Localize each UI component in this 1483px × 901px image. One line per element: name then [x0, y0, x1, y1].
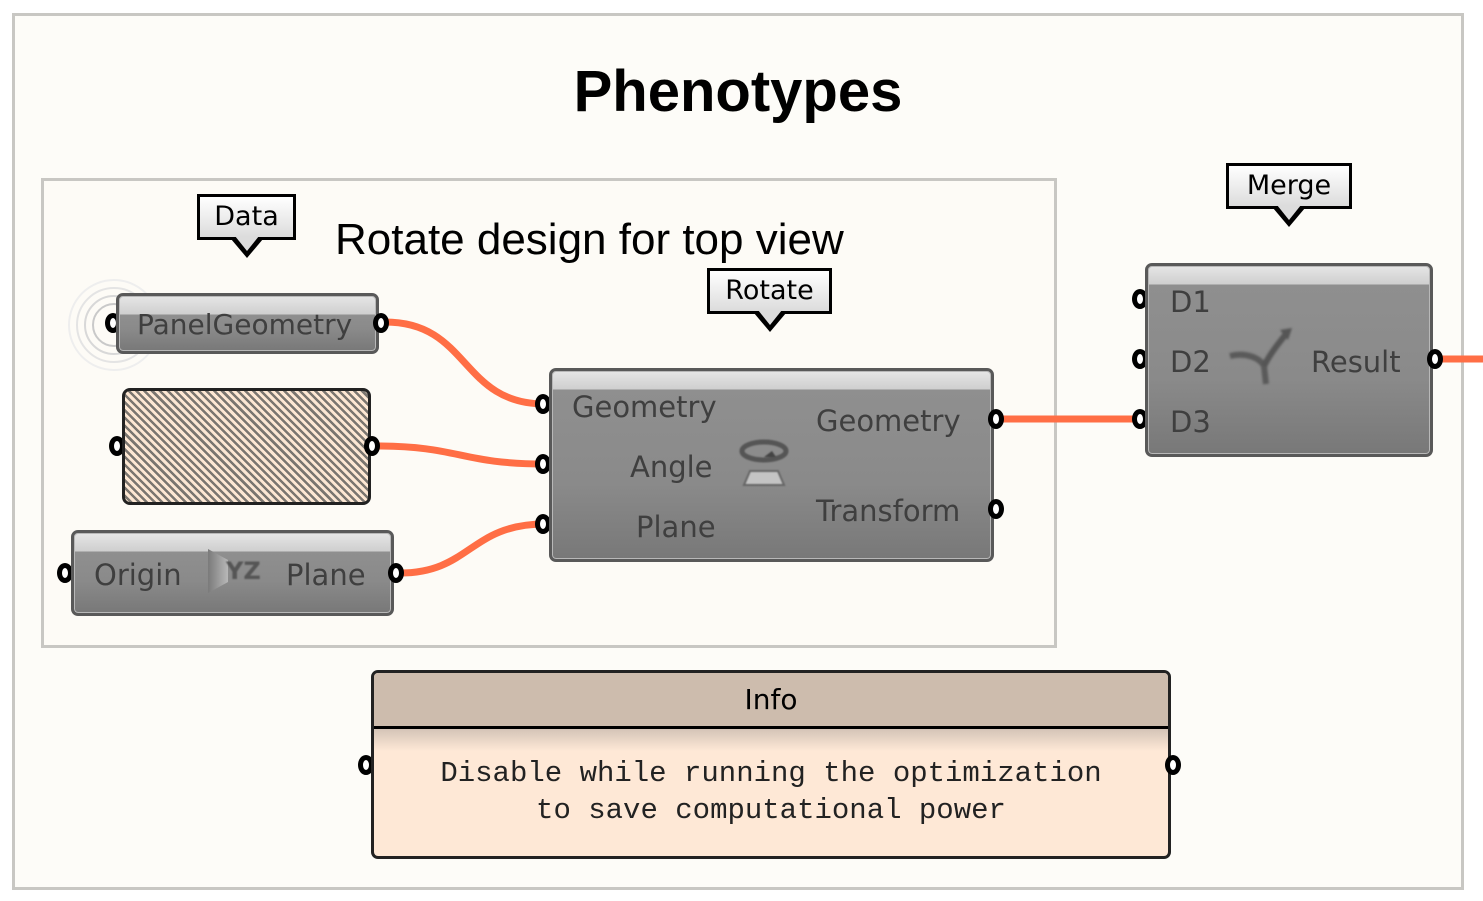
- info-line-2: to save computational power: [536, 794, 1006, 827]
- rotate-input-geometry-grip[interactable]: [535, 394, 551, 414]
- info-line-1: Disable while running the optimization: [440, 757, 1102, 790]
- panelgeometry-label: PanelGeometry: [137, 308, 353, 341]
- callout-merge: Merge: [1226, 163, 1352, 227]
- yz-icon-text: YZ: [226, 557, 261, 585]
- callout-rotate: Rotate: [707, 268, 832, 332]
- yz-plane-icon: [208, 549, 228, 593]
- panelgeometry-param[interactable]: PanelGeometry: [116, 293, 379, 354]
- rotate-input-angle-grip[interactable]: [535, 454, 551, 474]
- merge-output-result: Result: [1311, 345, 1401, 379]
- rotate-output-geometry: Geometry: [816, 404, 961, 438]
- rotate-output-geometry-grip[interactable]: [988, 409, 1004, 429]
- rotate-input-plane: Plane: [636, 510, 716, 544]
- merge-input-d3: D3: [1170, 405, 1211, 439]
- rotate-output-transform-grip[interactable]: [988, 499, 1004, 519]
- callout-tip: [230, 236, 263, 258]
- callout-merge-label: Merge: [1246, 170, 1332, 201]
- merge-input-d1: D1: [1170, 285, 1211, 319]
- merge-input-d2: D2: [1170, 345, 1211, 379]
- callout-tip: [753, 310, 786, 332]
- hatched-param-output-grip[interactable]: [364, 436, 380, 456]
- info-panel-shade: [374, 729, 1168, 751]
- yz-plane-output-grip[interactable]: [388, 563, 404, 583]
- rotate-input-angle: Angle: [630, 450, 713, 484]
- info-panel-title: Info: [374, 673, 1168, 729]
- info-panel[interactable]: Info Disable while running the optimizat…: [371, 670, 1171, 859]
- info-panel-output-grip[interactable]: [1165, 755, 1181, 775]
- panelgeometry-output-grip[interactable]: [373, 313, 389, 333]
- merge-icon: [1229, 328, 1292, 385]
- yz-origin-input-grip[interactable]: [57, 563, 73, 583]
- rotate-component[interactable]: Geometry Angle Plane Geometry Transform: [549, 368, 994, 562]
- group-title: Phenotypes: [573, 59, 903, 124]
- callout-rotate-label: Rotate: [725, 275, 814, 306]
- empty-param[interactable]: [122, 388, 371, 505]
- callout-tip: [1273, 205, 1305, 227]
- merge-output-result-grip[interactable]: [1427, 349, 1443, 369]
- callout-data: Data: [197, 194, 296, 258]
- yz-output-plane: Plane: [286, 558, 366, 592]
- merge-component[interactable]: D1 D2 D3 Result: [1145, 263, 1433, 457]
- yz-plane-component[interactable]: Origin YZ Plane: [71, 530, 394, 616]
- yz-input-origin: Origin: [94, 558, 182, 592]
- rotate-output-transform: Transform: [816, 494, 961, 528]
- callout-data-label: Data: [214, 201, 279, 232]
- info-panel-text: Disable while running the optimization to…: [374, 755, 1168, 829]
- rotate-icon: [739, 439, 789, 486]
- inner-group-title: Rotate design for top view: [335, 215, 844, 264]
- rotate-input-geometry: Geometry: [572, 390, 717, 424]
- rotate-input-plane-grip[interactable]: [535, 514, 551, 534]
